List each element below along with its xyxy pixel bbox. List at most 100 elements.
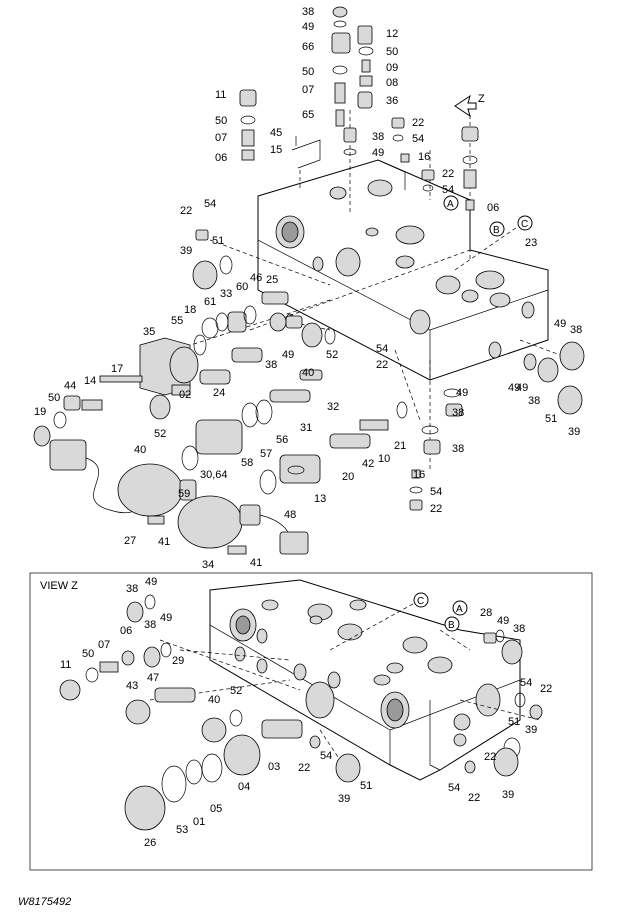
part-label: 15 <box>270 144 282 156</box>
part-label: 22 <box>484 751 496 763</box>
part-label: 44 <box>64 380 76 392</box>
part-label: 12 <box>386 28 398 40</box>
part-label: 11 <box>215 89 226 101</box>
part-label: 38 <box>452 407 464 419</box>
part-label: 07 <box>302 84 314 96</box>
part-label: 50 <box>302 66 314 78</box>
part-label: 46 <box>250 272 262 284</box>
part-label: 08 <box>386 77 398 89</box>
figure-reference-code: W8175492 <box>18 896 71 908</box>
part-label: 33 <box>220 288 232 300</box>
part-label: 06 <box>487 202 499 214</box>
view-z-block <box>209 579 521 781</box>
part-label: 22 <box>442 168 454 180</box>
part-label: 66 <box>302 41 314 53</box>
part-label: 54 <box>442 184 454 196</box>
part-label: 49 <box>372 147 384 159</box>
part-label: 40 <box>208 694 220 706</box>
part-label: 22 <box>540 683 552 695</box>
part-label: 50 <box>386 46 398 58</box>
part-label: 49 <box>145 576 157 588</box>
main-valve-block <box>257 159 549 381</box>
part-label: 34 <box>202 559 214 571</box>
part-label: 40 <box>134 444 146 456</box>
part-label: 57 <box>260 448 272 460</box>
solenoid-parts <box>49 439 309 555</box>
part-label: 48 <box>284 509 296 521</box>
part-label: 39 <box>338 793 350 805</box>
part-label: 61 <box>204 296 216 308</box>
part-label: 41 <box>158 536 170 548</box>
part-label: 49 <box>302 21 314 33</box>
part-label: 38 <box>265 359 277 371</box>
part-label: 07 <box>215 132 227 144</box>
part-label: 54 <box>320 750 332 762</box>
part-label: 38 <box>570 324 582 336</box>
part-label: 03 <box>268 761 280 773</box>
part-label: 38 <box>452 443 464 455</box>
part-label: 54 <box>430 486 442 498</box>
part-label: 24 <box>213 387 225 399</box>
part-label: 50 <box>215 115 227 127</box>
part-label: 38 <box>513 623 525 635</box>
part-label: 54 <box>520 677 532 689</box>
part-label: 28 <box>480 607 492 619</box>
part-label: 54 <box>448 782 460 794</box>
part-label: 55 <box>171 315 183 327</box>
part-label: 18 <box>184 304 196 316</box>
part-label: 10 <box>378 453 390 465</box>
part-label: 30,64 <box>200 469 228 481</box>
part-label: 22 <box>412 117 424 129</box>
callout-circles-upper: A B C <box>443 195 533 237</box>
left-exploded-parts <box>33 229 336 471</box>
part-label: 16 <box>418 151 430 163</box>
part-label: 31 <box>300 422 312 434</box>
part-label: 42 <box>362 458 374 470</box>
part-label: 56 <box>276 434 288 446</box>
view-z-parts <box>59 594 543 831</box>
part-label: 23 <box>525 237 537 249</box>
part-label: 05 <box>210 803 222 815</box>
part-label: 49 <box>554 318 566 330</box>
part-label: 38 <box>126 583 138 595</box>
part-label: 09 <box>386 62 398 74</box>
part-label: 52 <box>230 685 242 697</box>
callout-b: B <box>493 225 500 236</box>
part-label: 59 <box>178 488 190 500</box>
part-label: 13 <box>314 493 326 505</box>
view-z-callout-a: A <box>456 604 463 615</box>
part-label: 04 <box>238 781 250 793</box>
part-label: 22 <box>376 359 388 371</box>
callout-a: A <box>447 199 454 210</box>
part-label: 06 <box>215 152 227 164</box>
part-label: 52 <box>154 428 166 440</box>
part-label: 49 <box>456 387 468 399</box>
part-label: 45 <box>270 127 282 139</box>
part-label: 21 <box>394 440 406 452</box>
part-label: 26 <box>144 837 156 849</box>
part-label: 19 <box>34 406 46 418</box>
part-label: 16 <box>413 469 425 481</box>
part-label: 27 <box>124 535 136 547</box>
part-label: 38 <box>372 131 384 143</box>
part-label: 38 <box>528 395 540 407</box>
part-label: 25 <box>266 274 278 286</box>
callout-c: C <box>521 219 528 230</box>
part-label: 51 <box>360 780 372 792</box>
part-label: 49 <box>282 349 294 361</box>
part-label: 51 <box>212 235 224 247</box>
part-label: 54 <box>204 198 216 210</box>
part-label: 54 <box>412 133 424 145</box>
part-label: 29 <box>172 655 184 667</box>
part-label: 07 <box>98 639 110 651</box>
part-label: 49 <box>160 612 172 624</box>
part-label: 14 <box>84 375 96 387</box>
part-label: 51 <box>508 716 520 728</box>
part-label: 53 <box>176 824 188 836</box>
part-label: 39 <box>180 245 192 257</box>
view-z-callout-b: B <box>448 620 455 631</box>
part-label: 22 <box>468 792 480 804</box>
direction-arrow-label: Z <box>478 93 485 105</box>
part-label: 65 <box>302 109 314 121</box>
